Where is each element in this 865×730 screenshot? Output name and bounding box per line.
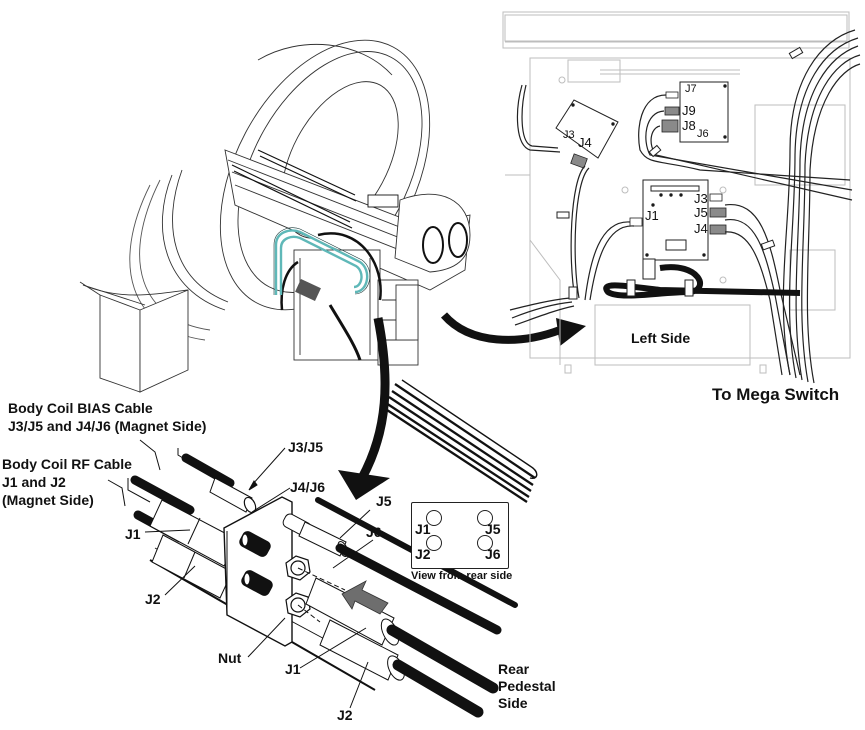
label-j1-rear-side: J1 — [285, 661, 301, 677]
mounting-plate — [223, 496, 293, 647]
magnet-gantry — [79, 39, 471, 393]
detail-label-j9: J9 — [682, 103, 696, 118]
bias-cable-subtitle: J3/J5 and J4/J6 (Magnet Side) — [8, 418, 207, 434]
rear-side-connectors — [282, 497, 518, 718]
label-j1-magnet-side: J1 — [125, 526, 141, 542]
magnet-cables — [280, 232, 382, 361]
cable-ties — [556, 46, 804, 300]
detail-label-j3: J3 — [694, 191, 708, 206]
bias-cable-title: Body Coil BIAS Cable — [8, 400, 153, 416]
label-to-mega-switch: To Mega Switch — [712, 385, 840, 404]
detail-label-j8: J8 — [682, 118, 696, 133]
leader-lines — [107, 439, 374, 709]
rear-view-inset: J1 J5 J2 J6 — [411, 502, 509, 569]
rf-cable-subtitle-2: (Magnet Side) — [2, 492, 94, 508]
label-j4-j6: J4/J6 — [290, 479, 326, 495]
label-j5: J5 — [376, 493, 392, 509]
detail-panel-cables — [509, 29, 861, 384]
inset-label-j1: J1 — [415, 521, 431, 537]
label-rear-pedestal-2: Pedestal — [498, 678, 556, 694]
rf-cable-title: Body Coil RF Cable — [2, 456, 132, 472]
label-rear-pedestal-1: Rear — [498, 661, 530, 677]
inset-label-j5: J5 — [485, 521, 501, 537]
loose-cable-bundle — [383, 379, 538, 503]
inset-port-j6 — [477, 535, 493, 551]
label-j3-j5: J3/J5 — [288, 439, 324, 455]
magnet-side-cables — [127, 448, 257, 599]
detail-label-j6: J6 — [697, 128, 709, 140]
detail-label-j7: J7 — [685, 83, 697, 95]
label-nut: Nut — [218, 650, 242, 666]
detail-label-j4: J4 — [694, 221, 708, 236]
detail-panel-connectors — [570, 91, 727, 235]
detail-panel-thick-cable — [603, 264, 801, 299]
label-j2-magnet-side: J2 — [145, 591, 161, 607]
label-rear-pedestal-3: Side — [498, 695, 528, 711]
arrow-to-connector-detail — [338, 317, 390, 500]
inset-port-j1 — [426, 510, 442, 526]
inset-port-j2 — [426, 535, 442, 551]
inset-label-j6: J6 — [485, 546, 501, 562]
rf-cable-subtitle-1: J1 and J2 — [2, 474, 66, 490]
detail-label-j3-angled: J3 — [563, 129, 575, 141]
label-j2-rear-side: J2 — [337, 707, 353, 723]
detail-label-j1: J1 — [645, 208, 659, 223]
push-direction-arrow — [341, 580, 389, 615]
inset-port-j5 — [477, 510, 493, 526]
label-j6: J6 — [366, 524, 382, 540]
left-side-detail-lines — [555, 81, 729, 280]
inset-caption: View from rear side — [411, 570, 513, 582]
detail-label-j4-angled: J4 — [578, 135, 592, 150]
label-left-side: Left Side — [631, 330, 691, 346]
left-side-detail-panel — [502, 11, 851, 366]
inset-label-j2: J2 — [415, 546, 431, 562]
highlighted-body-coil-cables — [274, 229, 369, 295]
arrow-to-left-side-detail — [440, 312, 586, 346]
detail-label-j5: J5 — [694, 205, 708, 220]
